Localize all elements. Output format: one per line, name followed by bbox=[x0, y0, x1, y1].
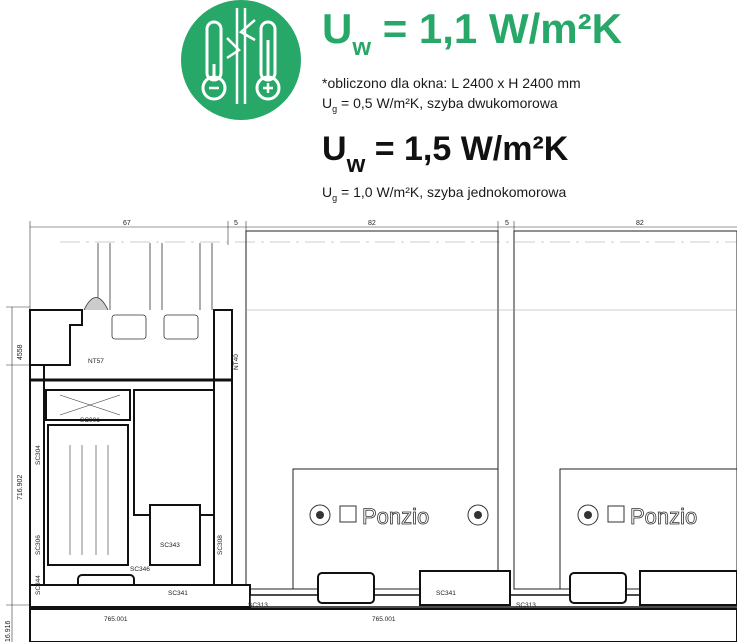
ponzio-logo-1: Ponzio bbox=[309, 504, 489, 529]
label-sc313-b: SC313 bbox=[516, 602, 536, 609]
label-sc001: SC001 bbox=[80, 417, 100, 424]
ponzio-logo-2: Ponzio bbox=[577, 504, 698, 529]
ug-primary: Ug = 0,5 W/m²K, szyba dwukomorowa bbox=[322, 95, 558, 114]
sash-panels bbox=[245, 230, 737, 590]
dim-82-a: 82 bbox=[368, 220, 376, 227]
label-sc304-left: SC304 bbox=[35, 445, 42, 465]
label-sc313-a: SC313 bbox=[248, 602, 268, 609]
left-dimensions bbox=[6, 306, 30, 642]
frame-profile bbox=[29, 309, 737, 642]
dim-5-b: 5 bbox=[505, 220, 509, 227]
dim-5-a: 5 bbox=[234, 220, 238, 227]
top-dimensions bbox=[29, 221, 737, 310]
label-sc343: SC343 bbox=[160, 542, 180, 549]
header: Uw = 1,1 W/m²K *obliczono dla okna: L 24… bbox=[0, 0, 737, 215]
label-sc346: SC346 bbox=[130, 566, 150, 573]
thermal-insulation-icon bbox=[181, 0, 301, 120]
ug-secondary: Ug = 1,0 W/m²K, szyba jednokomorowa bbox=[322, 184, 567, 203]
label-sc306: SC306 bbox=[35, 535, 42, 555]
label-nt40: NT40 bbox=[233, 354, 240, 370]
code-765001-b: 765.001 bbox=[372, 616, 396, 623]
glazing-unit bbox=[83, 243, 213, 340]
svg-text:Ponzio: Ponzio bbox=[630, 504, 697, 529]
label-sc344: SC344 bbox=[35, 575, 42, 595]
label-sc341-a: SC341 bbox=[168, 590, 188, 597]
label-nt57: NT57 bbox=[88, 358, 104, 365]
window-profile-cross-section: 67 5 82 5 82 4558 716.902 16.916 Ponzio … bbox=[5, 220, 737, 642]
label-sc341-b: SC341 bbox=[436, 590, 456, 597]
label-sc308: SC308 bbox=[217, 535, 224, 555]
frame-detail bbox=[59, 394, 121, 555]
svg-text:Ponzio: Ponzio bbox=[362, 504, 429, 529]
uw-secondary-value: Uw = 1,5 W/m²K bbox=[322, 130, 569, 178]
code-765001-a: 765.001 bbox=[104, 616, 128, 623]
dim-16916: 16.916 bbox=[5, 620, 12, 642]
dim-4558: 4558 bbox=[17, 344, 24, 360]
calculation-note: *obliczono dla okna: L 2400 x H 2400 mm bbox=[322, 75, 581, 91]
dim-67: 67 bbox=[123, 220, 131, 227]
uw-primary-value: Uw = 1,1 W/m²K bbox=[322, 5, 622, 62]
dim-716902: 716.902 bbox=[17, 475, 24, 500]
dim-82-b: 82 bbox=[636, 220, 644, 227]
